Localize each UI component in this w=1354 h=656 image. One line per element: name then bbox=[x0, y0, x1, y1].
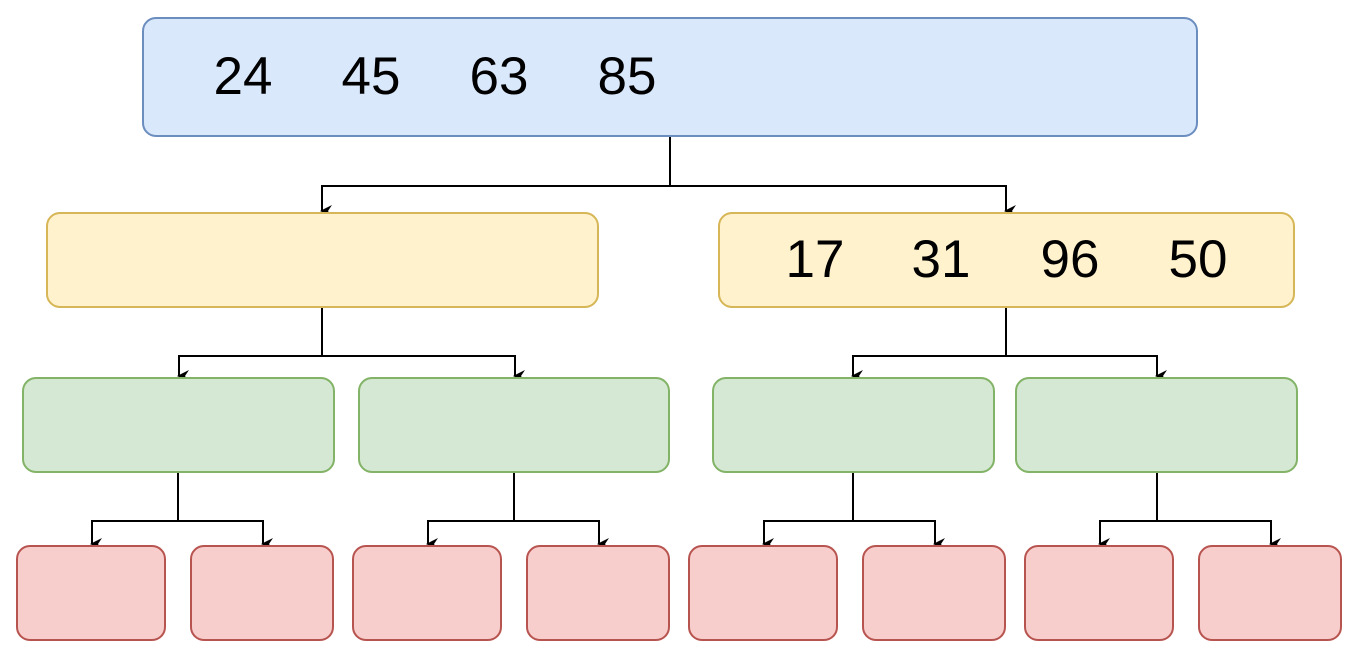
level1-right-value-1: 17 bbox=[785, 230, 845, 289]
root-value-1: 24 bbox=[213, 47, 273, 106]
level3-node-7 bbox=[1024, 545, 1174, 641]
root-value-3: 63 bbox=[469, 47, 529, 106]
connector-arrow-4 bbox=[321, 308, 525, 382]
connector-arrow-2 bbox=[669, 137, 1016, 217]
root-node: 24 45 63 85 bbox=[142, 17, 1198, 137]
level1-right-value-4: 50 bbox=[1168, 230, 1228, 289]
level2-node-2 bbox=[358, 377, 670, 473]
connector-arrow-5 bbox=[851, 308, 1007, 382]
level1-right-value-2: 31 bbox=[911, 230, 971, 289]
level1-node-right: 17 31 96 50 bbox=[718, 212, 1295, 308]
level3-node-5 bbox=[688, 545, 838, 641]
level3-node-8 bbox=[1198, 545, 1342, 641]
level2-node-4 bbox=[1015, 377, 1298, 473]
connector-arrow-8 bbox=[177, 473, 273, 550]
level3-node-6 bbox=[862, 545, 1006, 641]
level3-node-3 bbox=[352, 545, 502, 641]
connector-arrow-9 bbox=[426, 473, 515, 550]
connector-arrow-6 bbox=[1005, 308, 1167, 382]
level2-node-1 bbox=[22, 377, 335, 473]
connector-arrow-14 bbox=[1156, 473, 1281, 550]
level1-right-value-3: 96 bbox=[1040, 230, 1100, 289]
connector-arrow-12 bbox=[852, 473, 945, 550]
root-value-2: 45 bbox=[341, 47, 401, 106]
connector-arrow-11 bbox=[762, 473, 854, 550]
level2-node-3 bbox=[712, 377, 995, 473]
connector-arrow-13 bbox=[1098, 473, 1158, 550]
connector-arrow-1 bbox=[320, 137, 671, 217]
level3-node-1 bbox=[16, 545, 166, 641]
level3-node-4 bbox=[526, 545, 670, 641]
connector-arrow-10 bbox=[513, 473, 609, 550]
level1-node-left bbox=[46, 212, 599, 308]
level3-node-2 bbox=[190, 545, 334, 641]
connector-arrow-7 bbox=[90, 473, 179, 550]
root-value-4: 85 bbox=[597, 47, 657, 106]
connector-arrow-3 bbox=[177, 308, 323, 382]
